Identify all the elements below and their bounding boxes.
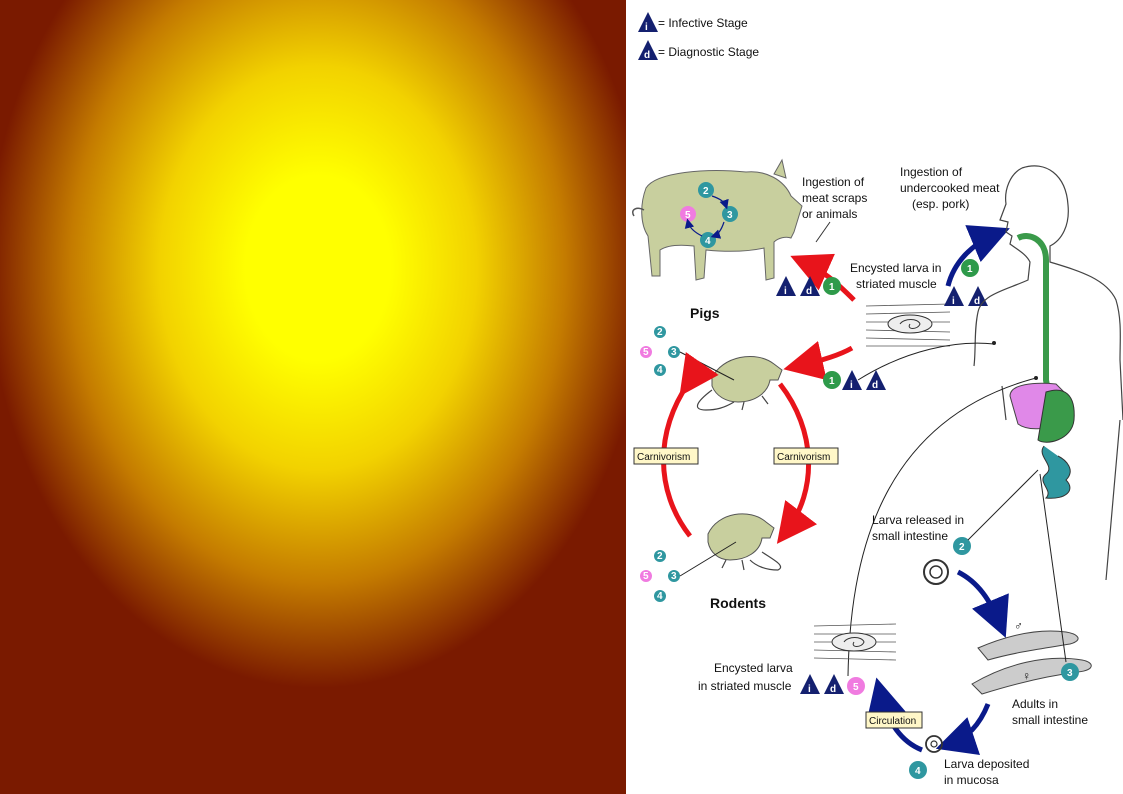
- svg-text:4: 4: [657, 365, 663, 376]
- carnivorism-box-left: Carnivorism: [633, 447, 699, 465]
- stage-marks-human: 1 i d: [944, 259, 988, 307]
- svg-text:d: d: [644, 50, 650, 61]
- svg-text:i: i: [808, 684, 811, 695]
- svg-text:i: i: [952, 296, 955, 307]
- svg-text:4: 4: [915, 766, 921, 777]
- svg-text:2: 2: [959, 542, 965, 553]
- encysted-top-label: Encysted larva in: [850, 261, 941, 275]
- legend-infective-label: = Infective Stage: [658, 16, 748, 30]
- svg-text:Carnivorism: Carnivorism: [777, 452, 830, 463]
- svg-text:5: 5: [853, 682, 859, 693]
- encysted-bottom-label-2: in striated muscle: [698, 679, 792, 693]
- rodent-bottom-icon: [707, 513, 782, 571]
- svg-text:d: d: [872, 380, 878, 391]
- svg-text:5: 5: [685, 210, 691, 221]
- muscle-tissue-top: [865, 298, 951, 348]
- diagnostic-triangle-icon: d: [638, 40, 658, 61]
- stage-cycle-rodent-bottom: 2 3 4 5: [640, 541, 737, 602]
- encysted-top-label-2: striated muscle: [856, 277, 937, 291]
- svg-text:3: 3: [1067, 668, 1073, 679]
- arrow-to-adults: [956, 569, 1009, 638]
- human-body-icon: [973, 165, 1123, 581]
- deposited-larva-icon: [925, 735, 943, 753]
- arrow-to-pig: [790, 253, 856, 302]
- svg-text:d: d: [974, 296, 980, 307]
- pig-icon: 2 3 4 5: [632, 158, 803, 281]
- gradient-panel: [0, 0, 626, 794]
- released-larva-icon: [923, 559, 949, 585]
- stage-marks-rodent: 1 i d: [823, 370, 886, 391]
- ingest-scraps-label-2: meat scraps: [802, 191, 867, 205]
- stage-marks-pig: i d 1: [776, 276, 841, 297]
- female-symbol: ♀: [1022, 669, 1031, 683]
- larva-deposited-label: Larva deposited: [944, 757, 1029, 771]
- svg-text:3: 3: [671, 571, 677, 582]
- trichinella-life-cycle-diagram: i = Infective Stage d = Diagnostic Stage…: [626, 0, 1123, 794]
- svg-text:Carnivorism: Carnivorism: [637, 452, 690, 463]
- pigs-label: Pigs: [690, 305, 720, 321]
- svg-text:1: 1: [829, 282, 835, 293]
- legend-diagnostic-label: = Diagnostic Stage: [658, 45, 759, 59]
- svg-text:d: d: [806, 286, 812, 297]
- arrow-to-rodent: [783, 341, 854, 381]
- arrow-to-mucosa: [935, 703, 991, 756]
- carnivorism-box-right: Carnivorism: [773, 447, 839, 465]
- circulation-box: Circulation: [865, 711, 923, 729]
- rodent-top-icon: [696, 356, 783, 411]
- arrow-to-human: [945, 225, 1010, 287]
- arrow-circulation: [866, 677, 924, 753]
- ingest-meat-label: Ingestion of: [900, 165, 963, 179]
- encysted-bottom-label: Encysted larva: [714, 661, 793, 675]
- svg-text:2: 2: [657, 327, 663, 338]
- ingest-scraps-label-3: or animals: [802, 207, 857, 221]
- svg-text:1: 1: [967, 264, 973, 275]
- svg-text:3: 3: [671, 347, 677, 358]
- legend: i = Infective Stage d = Diagnostic Stage: [638, 12, 759, 61]
- svg-text:2: 2: [703, 186, 709, 197]
- svg-text:5: 5: [643, 347, 649, 358]
- svg-text:5: 5: [643, 571, 649, 582]
- adults-label-2: small intestine: [1012, 713, 1088, 727]
- svg-text:3: 3: [727, 210, 733, 221]
- stage-4-marker: [909, 761, 927, 779]
- stage-3-marker: [1061, 663, 1079, 681]
- svg-text:i: i: [645, 22, 648, 33]
- svg-text:i: i: [850, 380, 853, 391]
- stage-marks-bottom: i d 5: [800, 674, 865, 695]
- svg-text:Circulation: Circulation: [869, 716, 916, 727]
- larva-released-label-2: small intestine: [872, 529, 948, 543]
- adult-worms-icon: [971, 630, 1092, 695]
- larva-deposited-label-2: in mucosa: [944, 773, 999, 787]
- svg-text:2: 2: [657, 551, 663, 562]
- svg-text:1: 1: [829, 376, 835, 387]
- ingest-meat-label-2: undercooked meat: [900, 181, 1000, 195]
- svg-text:i: i: [784, 286, 787, 297]
- stage-2-marker: [953, 537, 971, 555]
- svg-text:4: 4: [705, 236, 711, 247]
- svg-text:4: 4: [657, 591, 663, 602]
- infective-triangle-icon: i: [638, 12, 658, 33]
- rodents-label: Rodents: [710, 595, 766, 611]
- adults-label: Adults in: [1012, 697, 1058, 711]
- muscle-tissue-bottom: [813, 623, 897, 661]
- ingest-meat-label-3: (esp. pork): [912, 197, 969, 211]
- ingest-scraps-label: Ingestion of: [802, 175, 865, 189]
- larva-released-label: Larva released in: [872, 513, 964, 527]
- male-symbol: ♂: [1014, 619, 1023, 633]
- svg-text:d: d: [830, 684, 836, 695]
